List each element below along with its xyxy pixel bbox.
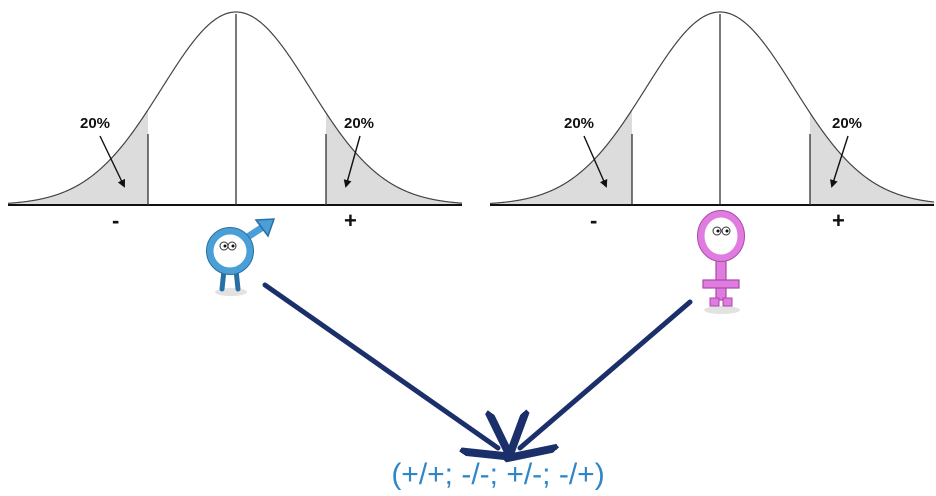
right-tail-label-female: 20%	[832, 115, 862, 132]
right-tail-pointer-female	[830, 135, 849, 188]
plus-sign-female: +	[832, 208, 845, 233]
right-tail-pointer-male	[343, 135, 361, 188]
left-tail-label-female: 20%	[564, 115, 594, 132]
female-symbol-icon	[697, 210, 745, 314]
bell-curve-male	[7, 11, 463, 204]
left-tail-area-female	[490, 109, 632, 205]
plus-sign-male: +	[344, 208, 357, 233]
right-tail-area-female	[810, 112, 934, 205]
minus-sign-male: -	[112, 208, 119, 233]
right-tail-label-male: 20%	[344, 115, 374, 132]
left-tail-area-male	[8, 109, 148, 205]
right-tail-area-male	[326, 112, 462, 205]
bell-curve-female	[489, 11, 935, 205]
female-inheritance-arrow	[520, 299, 693, 448]
distribution-female: 20% 20% - +	[489, 11, 935, 233]
left-tail-pointer-male	[99, 135, 126, 188]
cross-result-text: (+/+; -/-; +/-; -/+)	[391, 458, 604, 491]
male-inheritance-arrow	[262, 282, 498, 448]
left-tail-label-male: 20%	[80, 115, 110, 132]
minus-sign-female: -	[590, 208, 597, 233]
distribution-male: 20% 20% - +	[7, 11, 463, 233]
left-tail-pointer-female	[583, 135, 608, 188]
male-symbol-icon	[206, 218, 276, 296]
